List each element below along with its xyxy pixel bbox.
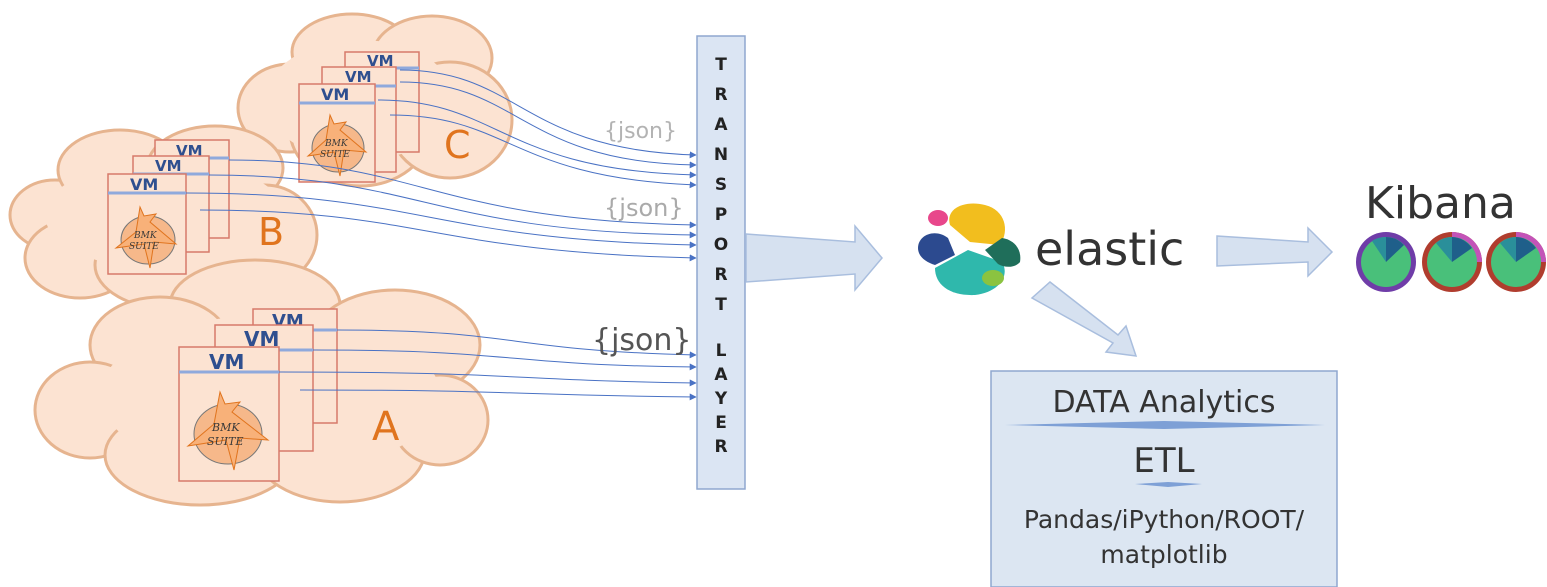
vm-window-icon: VM BMK SUITE	[298, 83, 376, 183]
cloud-label-b: B	[258, 210, 284, 254]
suite-label: SUITE	[320, 150, 350, 160]
vm-window-icon: VM BMK SUITE	[178, 346, 280, 482]
vm-label: VM	[155, 157, 182, 175]
block-arrow-icon	[1030, 281, 1138, 357]
block-arrow-icon	[745, 223, 883, 293]
bmk-label: BMK	[133, 231, 158, 241]
analytics-title: DATA Analytics	[1052, 385, 1275, 420]
divider	[1005, 421, 1325, 429]
json-label-c: {json}	[604, 119, 677, 144]
kibana-pie-icon	[1486, 232, 1546, 292]
vm-label: VM	[321, 85, 349, 104]
transport-letter: R	[714, 265, 727, 285]
vm-stack-c: VM VM VM BMK SUITE C	[298, 51, 471, 183]
transport-letter: S	[715, 175, 727, 195]
transport-letter: P	[715, 205, 727, 225]
bmk-label: BMK	[324, 139, 349, 149]
connection-lines	[185, 69, 697, 401]
analytics-subtitle: ETL	[1133, 441, 1194, 481]
transport-letter: E	[715, 413, 727, 433]
kibana-pie-icon	[1422, 232, 1482, 292]
suite-label: SUITE	[129, 242, 159, 252]
json-label-a: {json}	[592, 323, 692, 358]
transport-letter: R	[714, 85, 727, 105]
kibana-label: Kibana	[1365, 178, 1516, 229]
vm-stack-a: VM VM VM BMK SUITE A	[178, 308, 400, 482]
elastic-label: elastic	[1035, 222, 1184, 276]
transport-letter: R	[714, 437, 727, 457]
vm-label: VM	[130, 175, 158, 194]
transport-letter: O	[714, 235, 728, 255]
vm-stack-b: VM VM VM BMK SUITE B	[107, 139, 284, 275]
bmk-suite-star-icon: BMK SUITE	[114, 205, 178, 269]
transport-letter: N	[714, 145, 728, 165]
vm-window-icon: VM BMK SUITE	[107, 173, 187, 275]
bmk-suite-star-icon: BMK SUITE	[306, 113, 368, 177]
transport-letter: T	[715, 295, 727, 315]
cloud-label-c: C	[444, 123, 471, 167]
transport-letter: L	[716, 341, 727, 361]
cloud-label-a: A	[372, 404, 400, 450]
block-arrow-icon	[1216, 226, 1334, 278]
transport-letter: A	[714, 115, 728, 135]
analytics-tools-line1: Pandas/iPython/ROOT/	[1024, 505, 1305, 534]
transport-letter: T	[715, 55, 727, 75]
divider	[1135, 482, 1202, 487]
data-analytics-box: DATA Analytics ETL Pandas/iPython/ROOT/ …	[990, 370, 1338, 587]
elastic-logo-icon	[918, 203, 1021, 296]
kibana-pie-icon	[1356, 232, 1416, 292]
json-label-b: {json}	[604, 194, 684, 222]
vm-label: VM	[367, 52, 394, 70]
suite-label: SUITE	[207, 435, 244, 448]
transport-letter: Y	[714, 389, 728, 409]
analytics-tools-line2: matplotlib	[1100, 540, 1227, 569]
bmk-suite-star-icon: BMK SUITE	[186, 390, 270, 471]
vm-label: VM	[209, 350, 244, 374]
transport-letter: A	[714, 365, 728, 385]
vm-label: VM	[345, 68, 372, 86]
bmk-label: BMK	[211, 421, 240, 434]
